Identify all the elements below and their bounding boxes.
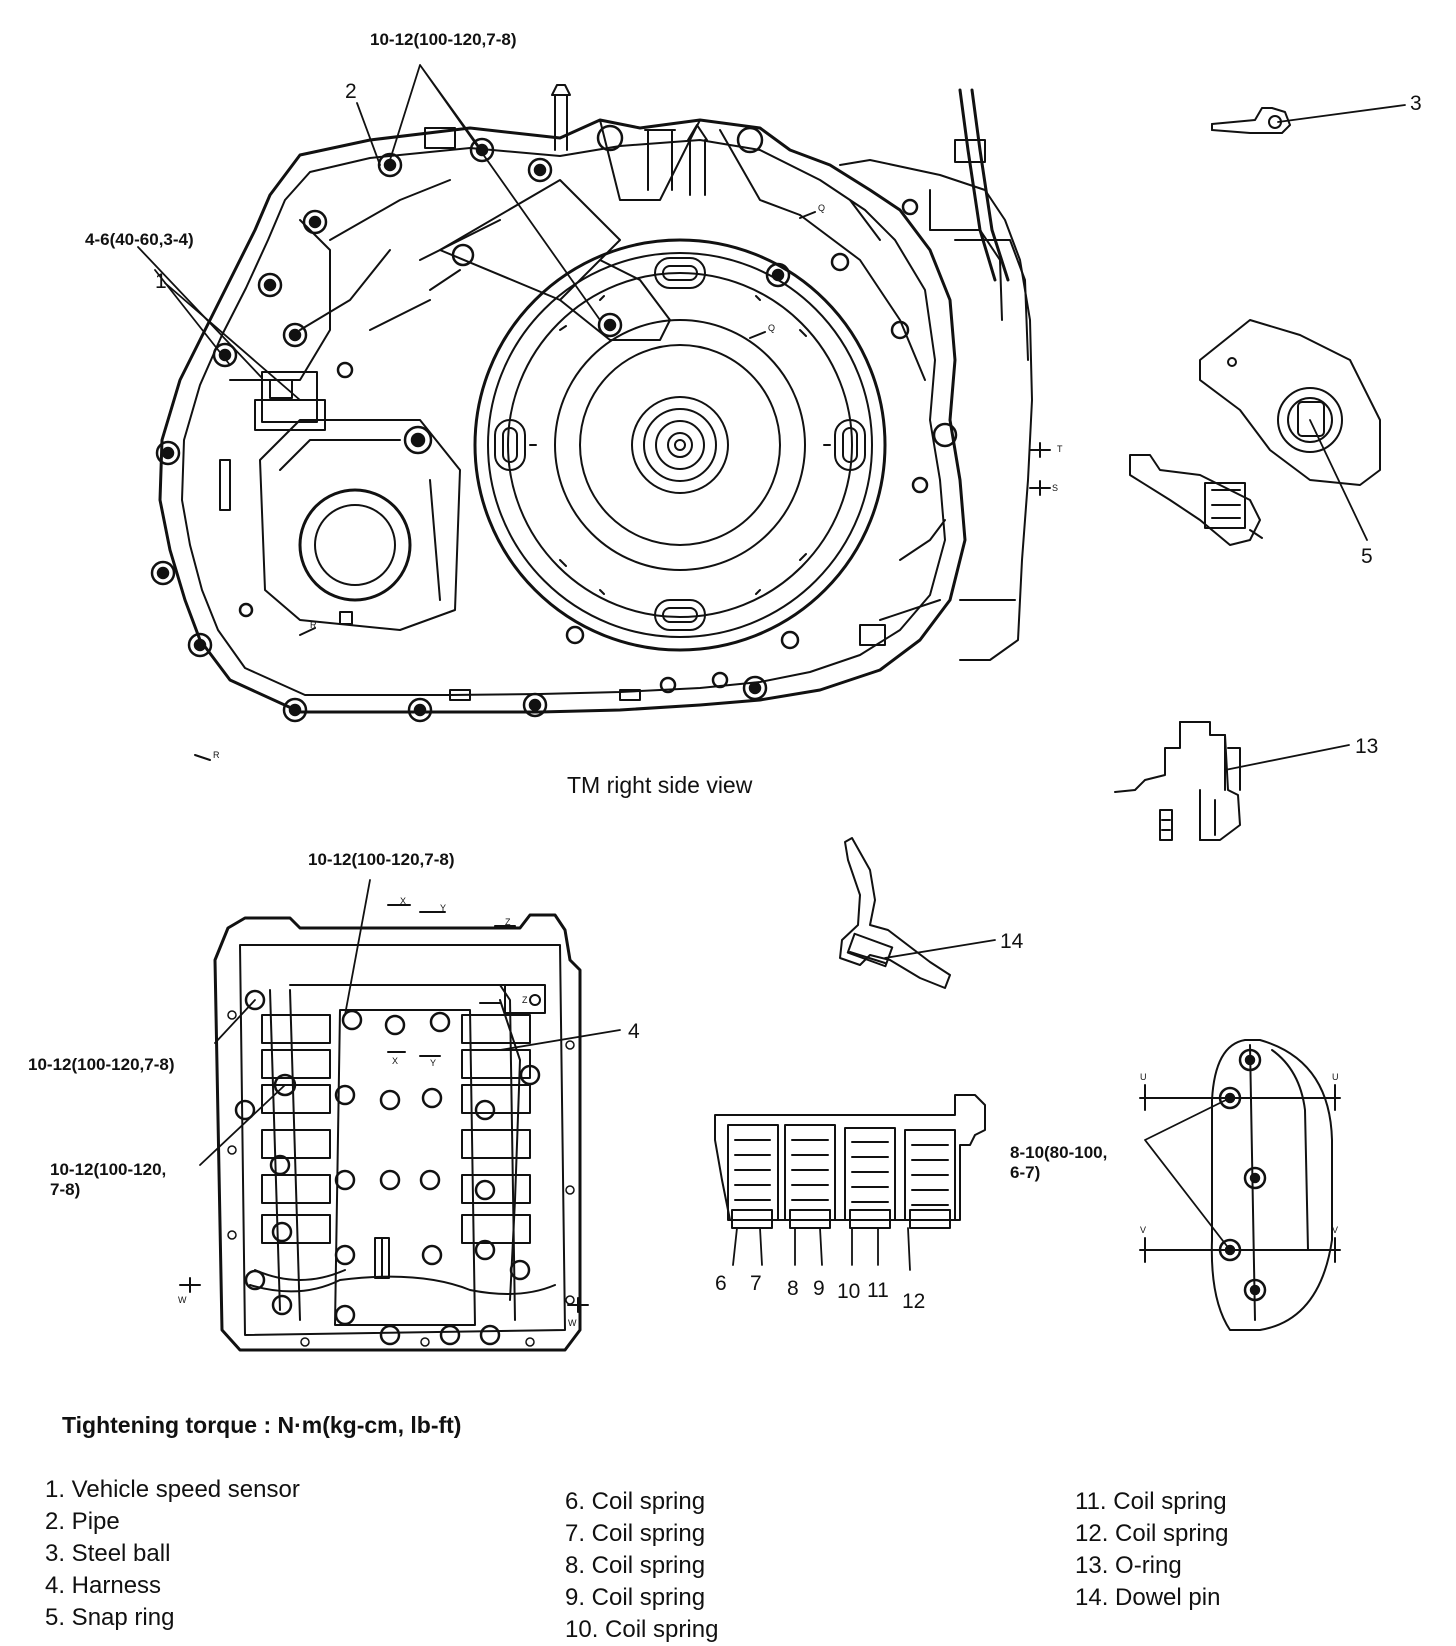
snap-ring-drawing [1129, 319, 1381, 546]
section-mark-w2: W [568, 1318, 577, 1328]
legend-item: 6. Coil spring [565, 1488, 706, 1515]
legend-column-2: 6. Coil spring 7. Coil spring 8. Coil sp… [565, 1486, 718, 1646]
torque-label-valve-top: 10-12(100-120,7-8) [308, 850, 455, 869]
legend-column-3: 11. Coil spring 12. Coil spring 13. O-ri… [1075, 1486, 1228, 1614]
callout-2: 2 [345, 80, 357, 103]
callout-11: 11 [867, 1279, 889, 1302]
legend-item: 12. Coil spring [1075, 1520, 1229, 1547]
callout-12: 12 [902, 1290, 926, 1313]
section-mark-y1: Y [440, 903, 447, 913]
callout-1: 1 [155, 270, 167, 293]
callout-5: 5 [1361, 545, 1373, 568]
cover-plate-drawing [1139, 1039, 1341, 1331]
callout-7: 7 [750, 1272, 762, 1295]
legend-item: 13. O-ring [1075, 1552, 1182, 1579]
legend-item: 3. Steel ball [45, 1540, 171, 1567]
steel-ball-drawing [1211, 107, 1291, 134]
view-caption: TM right side view [567, 772, 753, 798]
legend-item: 4. Harness [45, 1572, 162, 1599]
torque-label-cover-line2: 6-7) [1010, 1163, 1041, 1182]
legend-item: 14. Dowel pin [1075, 1584, 1221, 1611]
callout-8: 8 [787, 1277, 799, 1300]
legend-item: 7. Coil spring [565, 1520, 706, 1547]
section-mark-r2: R [213, 750, 220, 760]
callout-10: 10 [837, 1280, 861, 1303]
section-mark-z1: Z [505, 917, 511, 927]
section-mark-t: T [1057, 444, 1063, 454]
section-mark-s: S [1052, 483, 1059, 493]
legend-item: 1. Vehicle speed sensor [45, 1476, 300, 1503]
callout-13: 13 [1355, 735, 1379, 758]
callout-9: 9 [813, 1277, 825, 1300]
section-mark-q2: Q [768, 323, 776, 333]
valve-body-drawing [179, 904, 589, 1352]
torque-units-heading: Tightening torque : N·m(kg-cm, lb-ft) [62, 1412, 462, 1438]
transmission-case-drawing [150, 84, 1051, 761]
torque-label-valve-left: 10-12(100-120,7-8) [28, 1055, 175, 1074]
section-mark-v1: V [1140, 1225, 1147, 1235]
torque-label-pipe: 10-12(100-120,7-8) [370, 30, 517, 49]
torque-label-valve-left2-line2: 7-8) [50, 1180, 81, 1199]
callout-3: 3 [1410, 92, 1422, 115]
section-mark-r1: R [310, 620, 317, 630]
legend-column-1: 1. Vehicle speed sensor 2. Pipe 3. Steel… [45, 1474, 300, 1634]
section-mark-z2: Z [522, 995, 528, 1005]
coil-springs-drawing [714, 1094, 986, 1229]
section-mark-q1: Q [818, 203, 826, 213]
legend-item: 10. Coil spring [565, 1616, 719, 1643]
torque-label-sensor: 4-6(40-60,3-4) [85, 230, 194, 249]
callout-6: 6 [715, 1272, 727, 1295]
legend-item: 2. Pipe [45, 1508, 120, 1535]
torque-label-cover-line1: 8-10(80-100, [1010, 1143, 1108, 1162]
section-mark-u2: U [1332, 1072, 1339, 1082]
leader-lines [137, 64, 1406, 1271]
legend-item: 9. Coil spring [565, 1584, 706, 1611]
legend-item: 8. Coil spring [565, 1552, 706, 1579]
dowel-pin-drawing [839, 837, 951, 989]
section-mark-w1: W [178, 1295, 187, 1305]
section-mark-x1: X [400, 896, 407, 906]
section-mark-x2: X [392, 1056, 399, 1066]
section-mark-u1: U [1140, 1072, 1147, 1082]
legend-item: 11. Coil spring [1075, 1488, 1227, 1515]
callout-4: 4 [628, 1020, 640, 1043]
legend-item: 5. Snap ring [45, 1604, 175, 1631]
callout-14: 14 [1000, 930, 1024, 953]
section-mark-v2: V [1332, 1225, 1339, 1235]
section-mark-y2: Y [430, 1058, 437, 1068]
torque-label-valve-left2-line1: 10-12(100-120, [50, 1160, 167, 1179]
o-ring-drawing [1114, 721, 1241, 841]
